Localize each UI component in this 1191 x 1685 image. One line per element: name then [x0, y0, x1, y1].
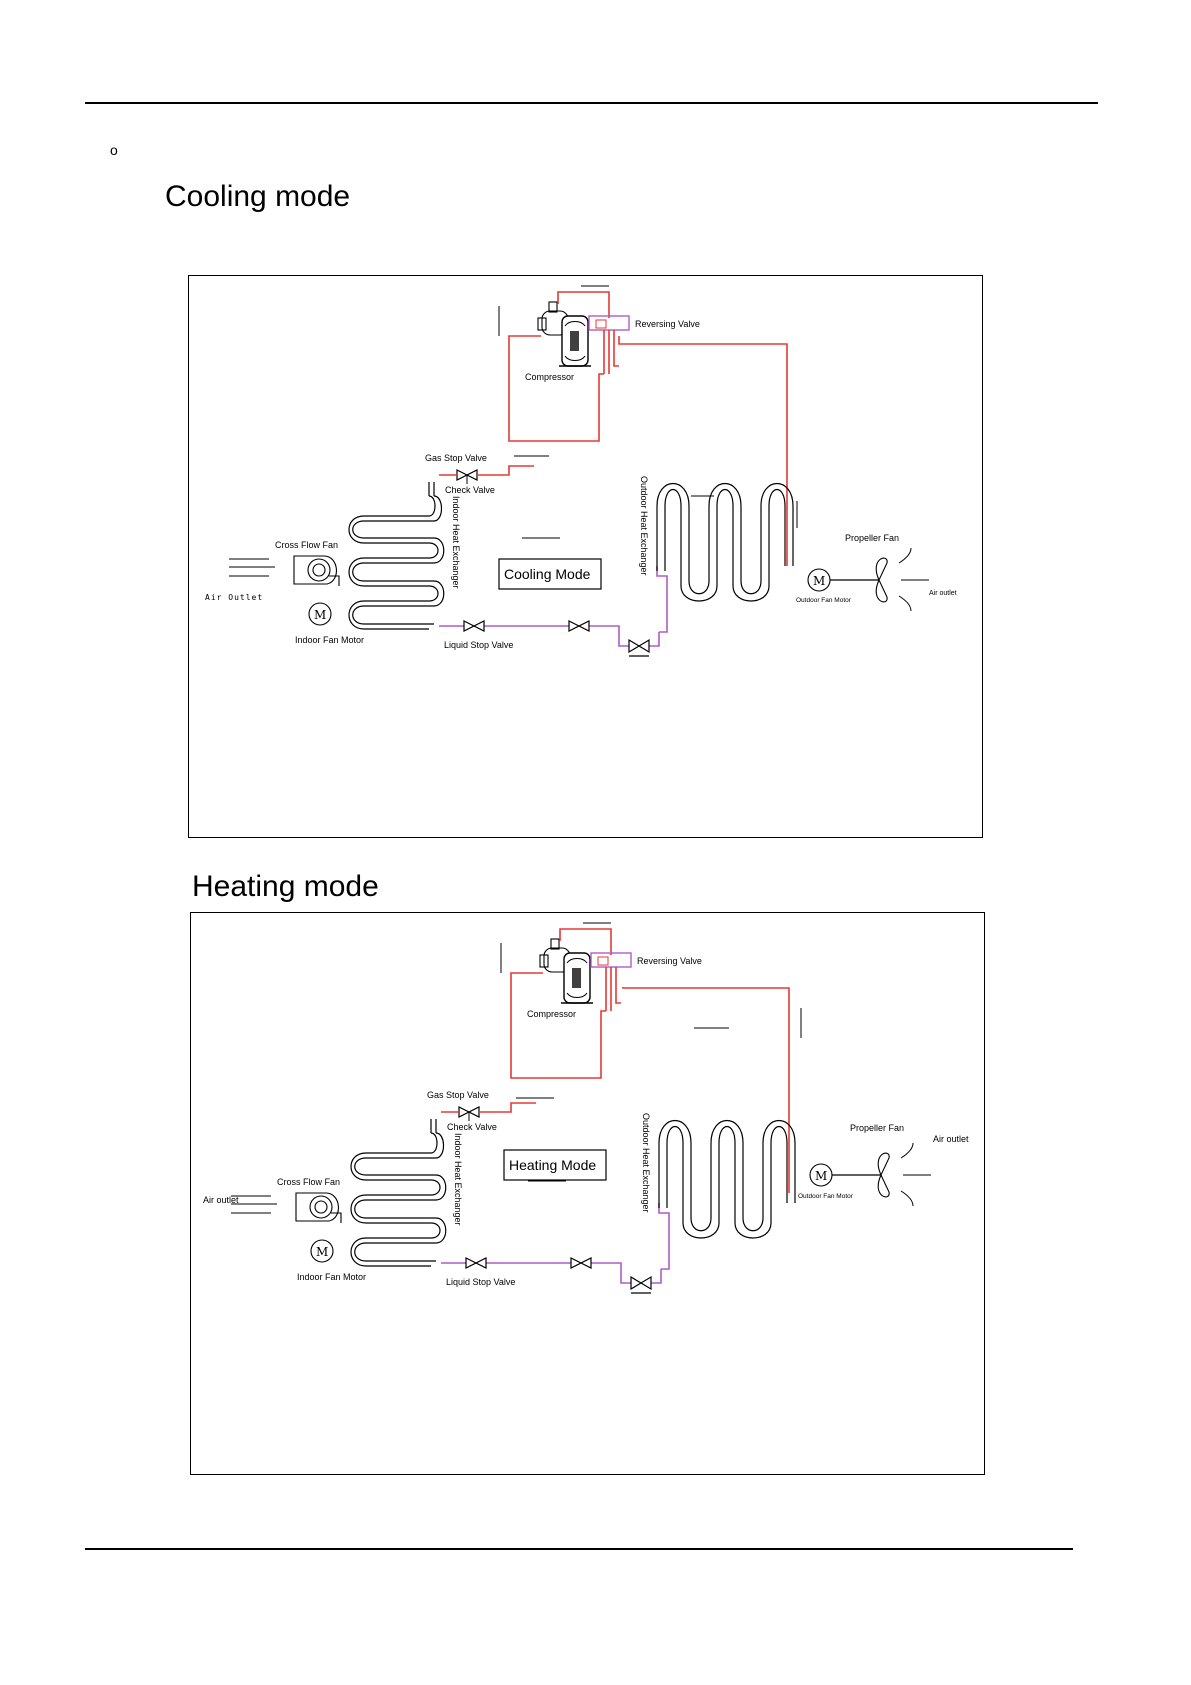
propeller-fan-label: Propeller Fan	[845, 533, 899, 543]
indoor-heat-exchanger-label: Indoor Heat Exchanger	[453, 1133, 463, 1226]
compressor-suction-pipe	[510, 928, 612, 1079]
outdoor-fan-motor-label: Outdoor Fan Motor	[798, 1193, 854, 1200]
indoor-fan-motor-label: Indoor Fan Motor	[297, 1272, 366, 1282]
mode-label-box	[503, 1149, 607, 1181]
outdoor-hx-gas-pipe	[622, 987, 790, 1193]
outdoor-motor-symbol: M	[813, 574, 825, 588]
header-rule	[85, 102, 1098, 104]
gas-stop-valve	[458, 1106, 480, 1121]
outdoor-fan-motor-label: Outdoor Fan Motor	[796, 597, 852, 604]
footer-rule	[85, 1548, 1073, 1550]
indoor-motor-symbol: M	[314, 608, 326, 622]
indoor-heat-exchanger	[350, 1119, 447, 1267]
liquid-stop-valve	[465, 1257, 487, 1269]
gas-stop-valve-label: Gas Stop Valve	[427, 1090, 489, 1100]
liquid-stop-valve	[463, 620, 485, 632]
bullet-mark: o	[110, 142, 118, 158]
outdoor-heat-exchanger	[656, 482, 794, 602]
liquid-stop-valve-label: Liquid Stop Valve	[446, 1277, 515, 1287]
indoor-air-arrows	[229, 558, 275, 577]
bypass-valve	[620, 1269, 662, 1294]
check-valve-label: Check Valve	[447, 1122, 497, 1132]
propeller-fan	[877, 1152, 890, 1198]
expansion-valve	[568, 620, 590, 632]
cross-flow-fan-label: Cross Flow Fan	[277, 1177, 340, 1187]
cross-flow-fan	[295, 1192, 342, 1223]
outdoor-air-outlet-label: Air outlet	[929, 590, 957, 597]
heating-mode-title: Heating mode	[192, 870, 379, 903]
heating-mode-diagram: Compressor Reversing Valve Gas Stop Valv…	[190, 912, 985, 1475]
outdoor-fan-motor	[809, 1163, 881, 1187]
mode-label: Cooling Mode	[504, 566, 591, 582]
propeller-fan-label: Propeller Fan	[850, 1123, 904, 1133]
gas-stop-valve	[456, 469, 478, 484]
liquid-line	[439, 566, 668, 633]
indoor-air-outlet-label: Air Outlet	[205, 593, 263, 602]
indoor-heat-exchanger	[348, 482, 445, 630]
indoor-fan-motor	[308, 602, 332, 626]
gas-stop-valve-label: Gas Stop Valve	[425, 453, 487, 463]
outdoor-air-arrows	[900, 1142, 931, 1207]
indoor-air-arrows	[231, 1195, 277, 1214]
flow-arrows	[498, 285, 798, 539]
outdoor-heat-exchanger-label: Outdoor Heat Exchanger	[639, 476, 649, 576]
compressor-label: Compressor	[525, 372, 574, 382]
reversing-valve-label: Reversing Valve	[637, 956, 702, 966]
cross-flow-fan	[293, 555, 340, 586]
cooling-mode-diagram: Compressor Reversing Valve Gas Stop Valv…	[188, 275, 983, 838]
propeller-fan	[875, 557, 888, 603]
expansion-valve	[570, 1257, 592, 1269]
outdoor-heat-exchanger	[658, 1119, 796, 1239]
outdoor-air-arrows	[898, 547, 929, 612]
outdoor-hx-gas-pipe	[618, 336, 788, 566]
compressor	[537, 301, 591, 367]
cooling-mode-title: Cooling mode	[165, 180, 351, 213]
reversing-valve	[588, 315, 630, 374]
indoor-air-outlet-label: Air outlet	[203, 1195, 239, 1205]
outdoor-air-outlet-label: Air outlet	[933, 1134, 969, 1144]
gas-line	[479, 1102, 536, 1113]
liquid-stop-valve-label: Liquid Stop Valve	[444, 640, 513, 650]
flow-arrows	[500, 922, 802, 1182]
indoor-heat-exchanger-label: Indoor Heat Exchanger	[451, 496, 461, 589]
compressor-suction-pipe	[508, 291, 610, 442]
outdoor-heat-exchanger-label: Outdoor Heat Exchanger	[641, 1113, 651, 1213]
check-valve-label: Check Valve	[445, 485, 495, 495]
compressor-label: Compressor	[527, 1009, 576, 1019]
liquid-line	[441, 1203, 670, 1270]
indoor-fan-motor	[310, 1239, 334, 1263]
bypass-valve	[618, 632, 660, 657]
gas-line	[477, 465, 534, 476]
mode-label: Heating Mode	[509, 1157, 596, 1173]
outdoor-fan-motor	[807, 568, 879, 592]
outdoor-motor-symbol: M	[815, 1169, 827, 1183]
mode-label-box	[498, 558, 602, 590]
indoor-motor-symbol: M	[316, 1245, 328, 1259]
reversing-valve	[590, 952, 632, 1011]
indoor-fan-motor-label: Indoor Fan Motor	[295, 635, 364, 645]
compressor	[539, 938, 593, 1004]
reversing-valve-label: Reversing Valve	[635, 319, 700, 329]
cross-flow-fan-label: Cross Flow Fan	[275, 540, 338, 550]
